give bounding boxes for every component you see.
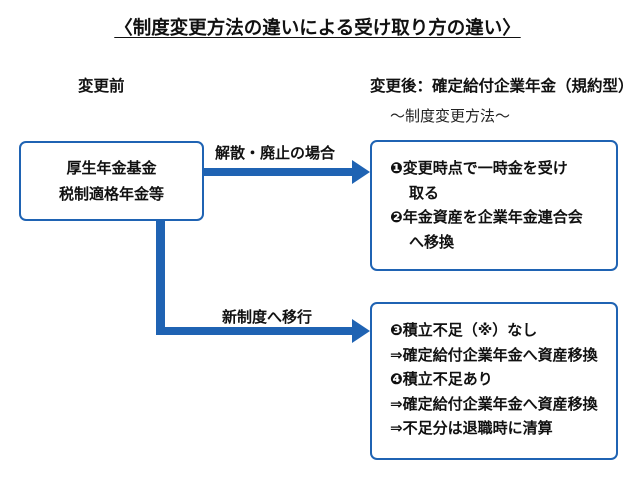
before-column-label: 変更前 [78, 77, 125, 95]
transition-option-line: ⇒不足分は退職時に清算 [390, 419, 553, 437]
before-system-line: 税制適格年金等 [58, 185, 164, 203]
dissolve-option-line: ❶変更時点で一時金を受け [390, 159, 568, 177]
dissolve-option-line: へ移換 [409, 232, 455, 251]
dissolve-arrow-label: 解散・廃止の場合 [215, 144, 336, 162]
after-column-label: 変更後：確定給付企業年金（規約型） [370, 77, 634, 95]
before-system-box: 厚生年金基金 税制適格年金等 [19, 141, 204, 221]
transition-arrow [156, 221, 370, 343]
dissolve-option-line: ❷年金資産を企業年金連合会 [390, 208, 583, 226]
before-system-line: 厚生年金基金 [66, 159, 157, 177]
transition-option-line: ⇒確定給付企業年金へ資産移換 [390, 345, 598, 364]
transition-option-line: ❹積立不足あり [390, 370, 493, 388]
transition-arrow-label: 新制度へ移行 [222, 308, 313, 326]
diagram-title: 〈制度変更方法の違いによる受け取り方の違い〉 [114, 18, 521, 39]
method-subtitle: 〜制度変更方法〜 [390, 107, 511, 125]
dissolve-arrow [204, 160, 370, 184]
transition-option-line: ❸積立不足（※）なし [390, 321, 538, 339]
dissolve-outcome-box: ❶変更時点で一時金を受け 取る ❷年金資産を企業年金連合会 へ移換 [370, 140, 618, 271]
transition-option-line: ⇒確定給付企業年金へ資産移換 [390, 394, 598, 413]
transition-outcome-box: ❸積立不足（※）なし ⇒確定給付企業年金へ資産移換 ❹積立不足あり ⇒確定給付企… [370, 302, 618, 460]
dissolve-option-line: 取る [409, 183, 440, 202]
